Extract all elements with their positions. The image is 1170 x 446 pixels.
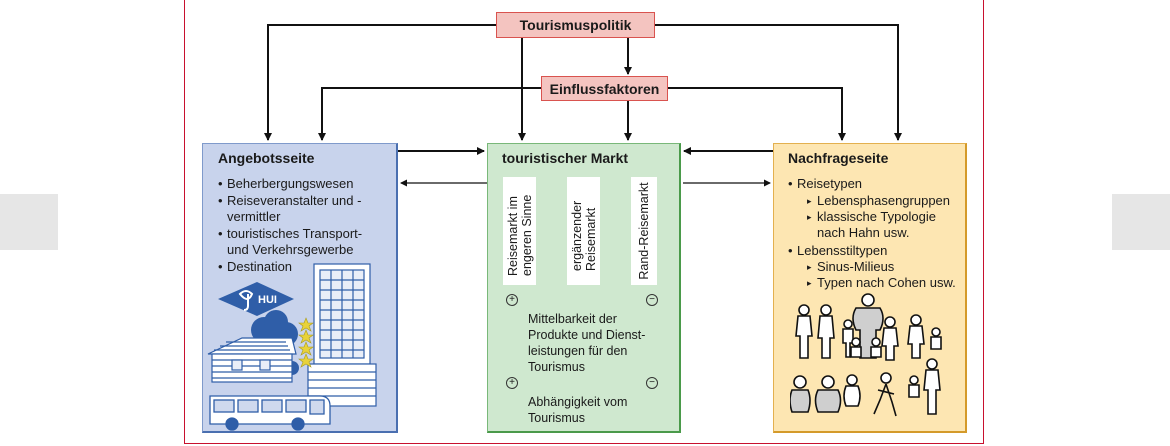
- card-rand-reisemarkt: Rand-Reisemarkt: [631, 177, 657, 285]
- person-icon: [870, 337, 882, 358]
- minus-sign: −: [646, 294, 658, 306]
- scale2-label: Abhängigkeit vom Tourismus: [528, 395, 628, 425]
- tourismuspolitik-box: Tourismuspolitik: [496, 12, 655, 38]
- person-icon: [790, 375, 811, 413]
- angebot-item: Reiseveranstalter und -vermittler: [218, 193, 367, 226]
- people-illustration: [790, 293, 942, 417]
- person-icon: [923, 358, 941, 415]
- person-icon: [850, 337, 862, 358]
- angebotsseite-title: Angebotsseite: [218, 150, 315, 166]
- person-icon: [817, 304, 835, 359]
- person-icon: [814, 375, 842, 413]
- nachfrageseite-title: Nachfrageseite: [788, 150, 889, 166]
- plus-sign: +: [506, 377, 518, 389]
- house-icon: [207, 337, 297, 383]
- hui-logo-text: HUI: [258, 294, 277, 306]
- group-label: Reisetypen: [797, 176, 863, 191]
- minus-sign: −: [646, 377, 658, 389]
- person-icon: [873, 372, 897, 417]
- card-label: Reisemarkt im engeren Sinne: [505, 194, 534, 276]
- left-grey-block: [0, 194, 58, 250]
- bus-icon: [209, 395, 331, 431]
- hui-logo-icon: HUI: [218, 282, 294, 316]
- sub-item: Sinus-Milieus: [807, 259, 965, 275]
- person-icon: [881, 316, 899, 361]
- person-icon: [795, 304, 813, 359]
- star-icons: [298, 317, 314, 368]
- sub-item: klassische Typologie nach Hahn usw.: [807, 209, 957, 241]
- right-grey-block: [1112, 194, 1170, 250]
- sub-item: Typen nach Cohen usw.: [807, 275, 965, 291]
- card-label: Rand-Reisemarkt: [637, 182, 651, 280]
- figure-frame: [184, 0, 984, 444]
- person-icon: [930, 327, 942, 350]
- hotel-tower-icon: [307, 263, 377, 407]
- angebot-item: Beherbergungswesen: [218, 176, 396, 193]
- einflussfaktoren-box: Einflussfaktoren: [541, 76, 668, 101]
- supply-illustration: HUI: [207, 263, 377, 431]
- person-icon: [907, 314, 925, 359]
- card-label: ergänzender Reisemarkt: [569, 200, 598, 271]
- person-icon: [843, 374, 861, 407]
- sub-item: Lebensphasengruppen: [807, 193, 965, 209]
- person-icon: [908, 375, 920, 398]
- group-label: Lebensstiltypen: [797, 242, 888, 258]
- card-reisemarkt-engeren-sinne: Reisemarkt im engeren Sinne: [503, 177, 536, 285]
- angebot-item: Destination: [218, 259, 396, 276]
- person-icon: [842, 319, 854, 358]
- nachfrage-group: Reisetypen Lebensphasengruppen klassisch…: [788, 176, 965, 241]
- angebot-item: touristisches Transport- und Verkehrsgew…: [218, 226, 377, 259]
- nachfrage-group: Lebensstiltypen Sinus-Milieus Typen nach…: [788, 243, 965, 292]
- card-ergaenzender-reisemarkt: ergänzender Reisemarkt: [567, 177, 600, 285]
- markt-title: touristischer Markt: [502, 150, 629, 166]
- scale1-label: Mittelbarkeit der Produkte und Dienst-le…: [528, 312, 646, 374]
- plus-sign: +: [506, 294, 518, 306]
